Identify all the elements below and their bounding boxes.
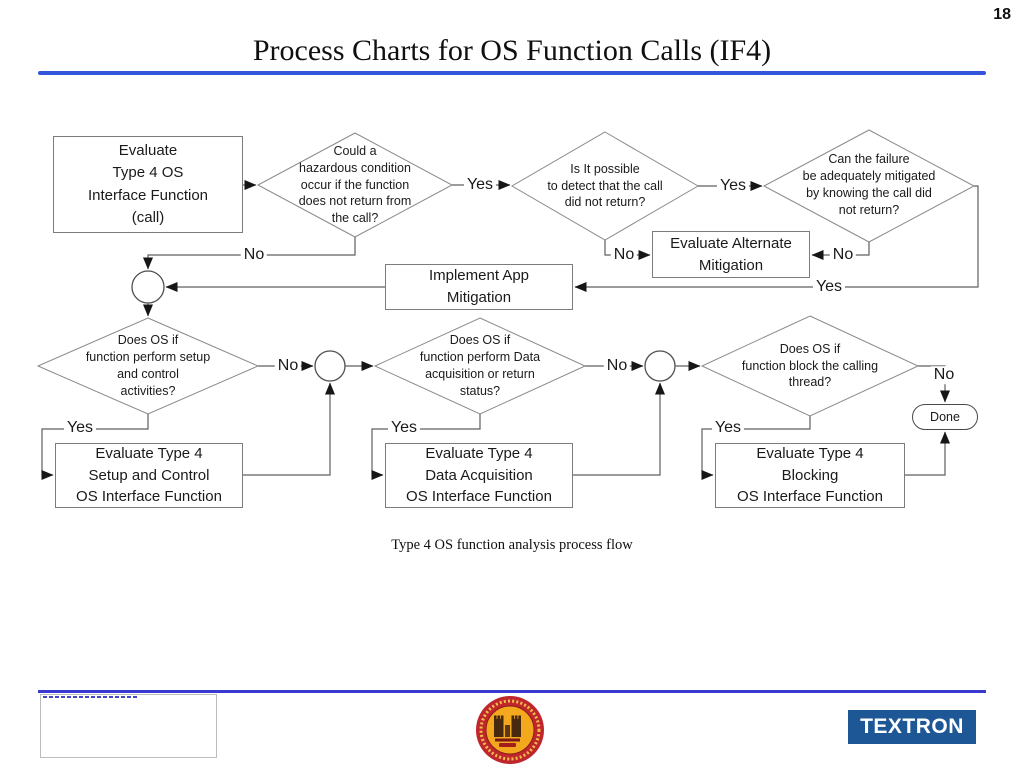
label-yes-3: Yes: [812, 278, 846, 296]
node-data-question: Does OS if function perform Data acquisi…: [419, 333, 541, 398]
page-number: 18: [993, 6, 1011, 23]
node-setup-question: Does OS if function perform setup and co…: [85, 333, 211, 398]
edge-blockingq-yes-blockingbox: [701, 416, 811, 480]
label-yes-1: Yes: [463, 176, 497, 194]
label-no-6: No: [930, 366, 958, 384]
footer-placeholder-box: [40, 694, 217, 758]
label-no-3: No: [829, 246, 857, 264]
edge-blockingq-no-done: [918, 365, 950, 403]
node-mitigate-question: Can the failure be adequately mitigated …: [802, 152, 936, 217]
node-start: Evaluate Type 4 OS Interface Function (c…: [53, 136, 243, 233]
node-detect-question: Is It possible to detect that the call d…: [547, 161, 663, 210]
edge-setupbox-to-connector: [243, 382, 335, 476]
seal-towers-icon: [494, 715, 521, 737]
node-hazard-question: Could a hazardous condition occur if the…: [298, 143, 412, 226]
node-blocking-question: Does OS if function block the calling th…: [741, 341, 879, 390]
label-yes-2: Yes: [716, 177, 750, 195]
label-yes-6: Yes: [711, 419, 745, 437]
arsenal-seal-logo: [476, 696, 544, 764]
label-yes-4: Yes: [63, 419, 97, 437]
connector-circle-left: [131, 270, 165, 304]
connector-circle-mid: [314, 350, 346, 382]
node-blocking-box: Evaluate Type 4 Blocking OS Interface Fu…: [715, 443, 905, 508]
footer-rule: [38, 690, 986, 693]
footer-fineprint-smudge: [43, 696, 139, 698]
edge-mitigate-yes-appmitigation: [574, 185, 979, 292]
node-setup-box: Evaluate Type 4 Setup and Control OS Int…: [55, 443, 243, 508]
edge-setupq-yes-setupbox: [41, 414, 149, 480]
slide-title: Process Charts for OS Function Calls (IF…: [252, 34, 772, 67]
textron-logo: TEXTRON: [848, 710, 976, 744]
node-done: Done: [912, 404, 978, 430]
title-rule: [38, 71, 986, 75]
edge-databox-to-connector: [573, 382, 665, 476]
label-no-2: No: [610, 246, 638, 264]
edge-dataq-yes-databox: [371, 414, 481, 480]
node-alternate-mitigation: Evaluate Alternate Mitigation: [652, 231, 810, 278]
label-yes-5: Yes: [387, 419, 421, 437]
label-no-5: No: [603, 357, 631, 375]
label-no-4: No: [274, 357, 302, 375]
node-app-mitigation: Implement App Mitigation: [385, 264, 573, 310]
edge-blockingbox-to-done: [905, 431, 950, 476]
label-no-1: No: [240, 246, 268, 264]
figure-caption: Type 4 OS function analysis process flow: [391, 537, 633, 553]
connector-circle-right: [644, 350, 676, 382]
node-data-box: Evaluate Type 4 Data Acquisition OS Inte…: [385, 443, 573, 508]
